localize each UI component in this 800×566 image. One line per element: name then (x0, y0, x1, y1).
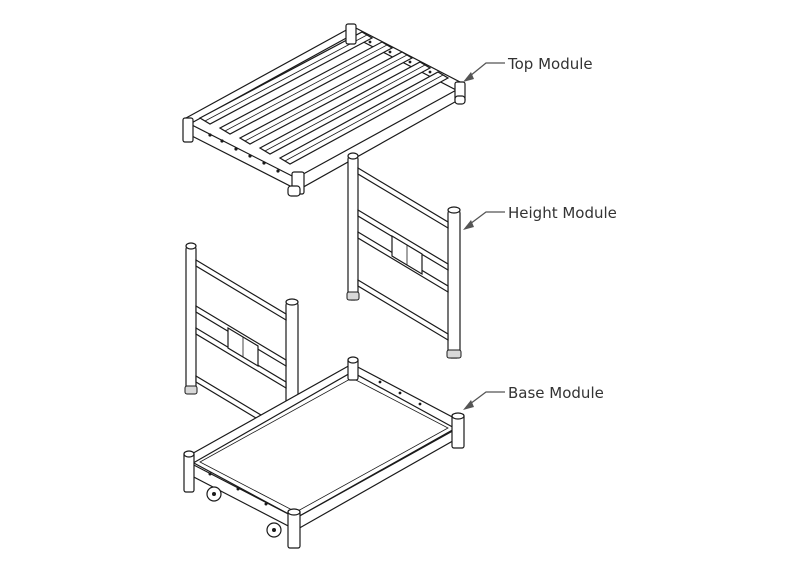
base-module (183, 356, 465, 549)
height-module (346, 152, 462, 359)
callout-top-label: Top Module (507, 55, 593, 73)
callout-top: Top Module (463, 55, 593, 82)
callout-base: Base Module (463, 384, 604, 410)
top-module (182, 23, 466, 197)
callout-base-label: Base Module (508, 384, 604, 402)
callout-height: Height Module (463, 204, 617, 230)
callout-height-label: Height Module (508, 204, 617, 222)
roller-group (198, 31, 450, 165)
